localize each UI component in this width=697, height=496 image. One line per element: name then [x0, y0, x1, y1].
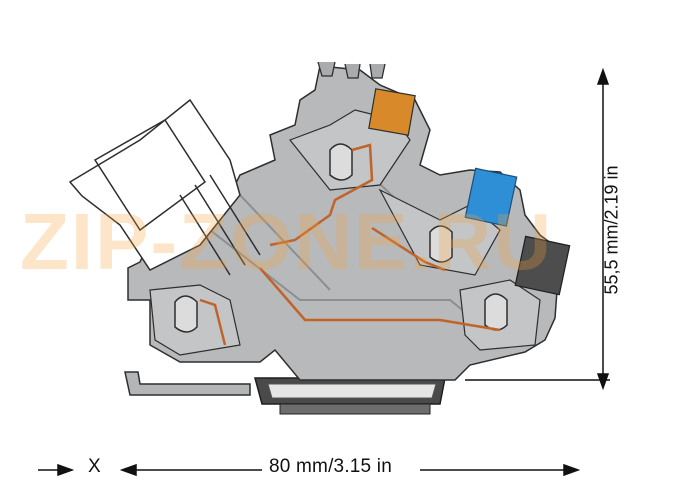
height-dimension-label: 55,5 mm/2.19 in: [601, 165, 622, 295]
test-plug: [68, 98, 261, 276]
x-dimension-label: X: [88, 456, 101, 477]
housing: [127, 61, 561, 381]
watermark-text: ZIP-ZONE.RU: [20, 197, 554, 286]
markers: [368, 88, 571, 296]
dimension-lines: [38, 67, 610, 477]
din-rail: [124, 371, 446, 415]
conductor-bars: [199, 143, 501, 346]
width-dimension-label: 80 mm/3.15 in: [269, 456, 392, 477]
